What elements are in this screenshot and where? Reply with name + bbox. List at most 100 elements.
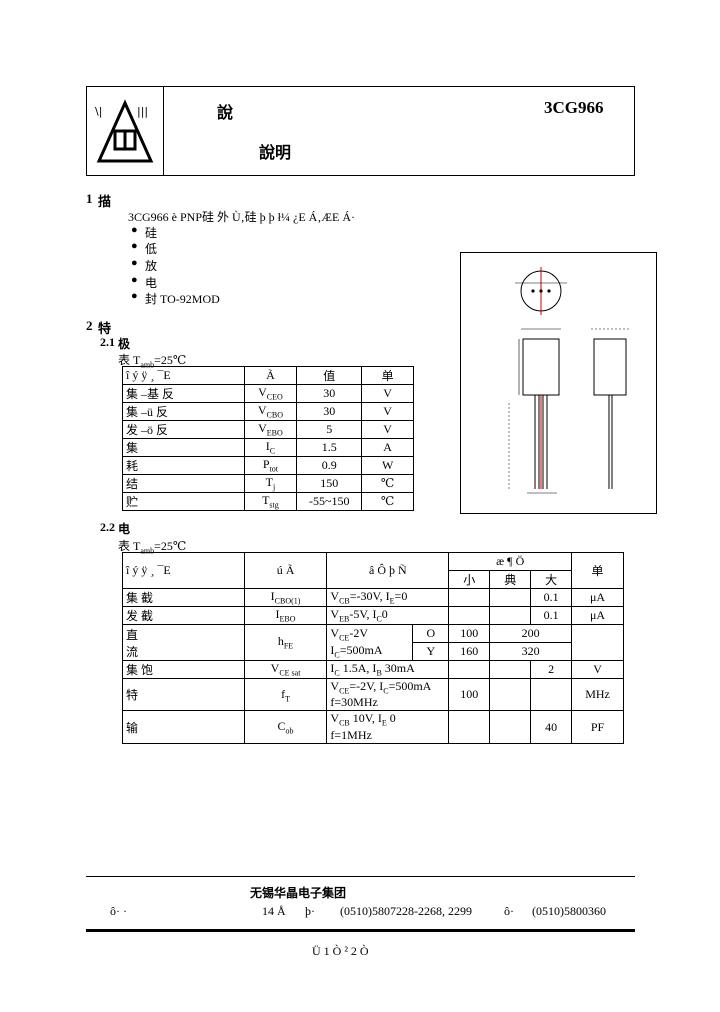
- header-divider: [163, 87, 164, 175]
- sub2-condition: 表 Tamb=25℃: [118, 539, 187, 556]
- bullet-text: 低: [145, 242, 158, 256]
- page-number: Ü 1 Ò ² 2 Ò: [312, 944, 369, 958]
- table-row: 贮 Tstg -55~150 ℃: [122, 492, 414, 511]
- param-symbol: Tj: [243, 474, 298, 493]
- param-max: [530, 677, 573, 712]
- param-typ: [489, 660, 532, 679]
- section2-number: 2: [86, 318, 93, 333]
- company-logo: \| |||: [95, 99, 154, 163]
- param-min: 160: [448, 642, 491, 661]
- footer-tel-label: þ·: [305, 904, 315, 918]
- param-max: 40: [530, 710, 573, 744]
- param-symbol: IEBO: [243, 606, 328, 625]
- absolute-ratings-table: î ý ÿ ¸ ¯E Ã 值 单 集 –基 反 VCEO 30 V 集 –ü 反…: [122, 366, 414, 511]
- param-max: 320: [489, 642, 573, 661]
- header-cell: æ ¶ Ö: [448, 552, 573, 571]
- param-name: 集 饱: [122, 660, 245, 679]
- electrical-characteristics-table: î ý ÿ ¸ ¯E ú Ã â Ô þ Ñ æ ¶ Ö 单 小 典 大 集 截…: [122, 552, 624, 744]
- param-value: 150: [296, 474, 363, 493]
- param-symbol: hFE: [243, 624, 328, 661]
- table-row: 集 IC 1.5 A: [122, 438, 414, 457]
- footer-address: 14 Å: [262, 904, 286, 918]
- param-value: 30: [296, 402, 363, 421]
- param-unit: V: [571, 660, 624, 679]
- table-row: 集 饱 VCE sat IC 1.5A, IB 30mA 2 V: [122, 660, 624, 679]
- header-cell: î ý ÿ ¸ ¯E: [122, 552, 245, 589]
- param-max: 2: [530, 660, 573, 679]
- param-value: 30: [296, 384, 363, 403]
- param-typ: [489, 588, 532, 607]
- header-cell: â Ô þ Ñ: [326, 552, 450, 589]
- param-value: -55~150: [296, 492, 363, 511]
- param-unit: [571, 624, 624, 661]
- table-row: 集 截 ICBO(1) VCB=-30V, IE=0 0.1 μA: [122, 588, 624, 607]
- param-typ: [489, 677, 532, 712]
- param-symbol: VCBO: [243, 402, 298, 421]
- param-symbol: VCEO: [243, 384, 298, 403]
- param-unit: V: [361, 420, 414, 439]
- param-min: 100: [448, 677, 491, 712]
- table-header-row: î ý ÿ ¸ ¯E Ã 值 单: [122, 366, 414, 385]
- header-cell: 单: [571, 552, 624, 589]
- param-name: 贮: [122, 492, 245, 511]
- param-name: 集 截: [122, 588, 245, 607]
- param-min: 100: [448, 624, 491, 643]
- section1-number: 1: [86, 191, 93, 206]
- param-value: 0.9: [296, 456, 363, 475]
- hfe-rank: Y: [412, 642, 450, 661]
- bullet-icon: ●: [131, 290, 138, 302]
- table-subheader-row: 小 典 大: [123, 570, 624, 589]
- svg-text:\|: \|: [95, 105, 102, 118]
- param-name: 输: [122, 710, 245, 744]
- param-typ: [489, 710, 532, 744]
- param-unit: V: [361, 402, 414, 421]
- table-row: 发 –ö 反 VEBO 5 V: [122, 420, 414, 439]
- sub1-heading: 极: [118, 337, 131, 351]
- bullet-icon: ●: [131, 224, 138, 236]
- svg-text:|||: |||: [137, 105, 148, 118]
- test-condition: IC 1.5A, IB 30mA: [326, 660, 450, 679]
- hfe-rank: O: [412, 624, 450, 643]
- bullet-icon: ●: [131, 240, 138, 252]
- param-name: 集 –基 反: [122, 384, 245, 403]
- test-condition: VCB=-30V, IE=0: [326, 588, 450, 607]
- package-outline-drawing: [460, 252, 657, 514]
- param-symbol: IC: [243, 438, 298, 457]
- param-symbol: Cob: [243, 710, 328, 744]
- table-row: 集 –ü 反 VCBO 30 V: [122, 402, 414, 421]
- param-name: 集 –ü 反: [122, 402, 245, 421]
- header-cell: î ý ÿ ¸ ¯E: [122, 366, 245, 385]
- footer-tel: (0510)5807228-2268, 2299: [340, 904, 472, 918]
- param-unit: ℃: [361, 474, 414, 493]
- param-unit: ℃: [361, 492, 414, 511]
- param-min: [448, 588, 491, 607]
- param-typ: [489, 606, 532, 625]
- param-unit: A: [361, 438, 414, 457]
- param-symbol: VCE sat: [243, 660, 328, 679]
- param-unit: W: [361, 456, 414, 475]
- header-cell: 大: [530, 570, 573, 589]
- param-name: 直 流: [122, 624, 245, 661]
- param-symbol: Tstg: [243, 492, 298, 511]
- param-name: 特: [122, 677, 245, 712]
- header-cell: 典: [489, 570, 532, 589]
- bullet-text: 放: [145, 259, 158, 273]
- param-value: 5: [296, 420, 363, 439]
- table-row: 结 Tj 150 ℃: [122, 474, 414, 493]
- param-max: 0.1: [530, 588, 573, 607]
- param-value: 1.5: [296, 438, 363, 457]
- param-unit: V: [361, 384, 414, 403]
- footer-fax: (0510)5800360: [532, 904, 606, 918]
- part-number: 3CG966: [544, 98, 604, 117]
- section1-heading: 描: [98, 194, 112, 209]
- table-row: 耗 Ptot 0.9 W: [122, 456, 414, 475]
- header-cell: 单: [361, 366, 414, 385]
- param-name: 集: [122, 438, 245, 457]
- header-box: \| ||| 說 說明 3CG966: [86, 86, 635, 176]
- sub1-condition: 表 Tamb=25℃: [118, 353, 187, 370]
- header-cell: 值: [296, 366, 363, 385]
